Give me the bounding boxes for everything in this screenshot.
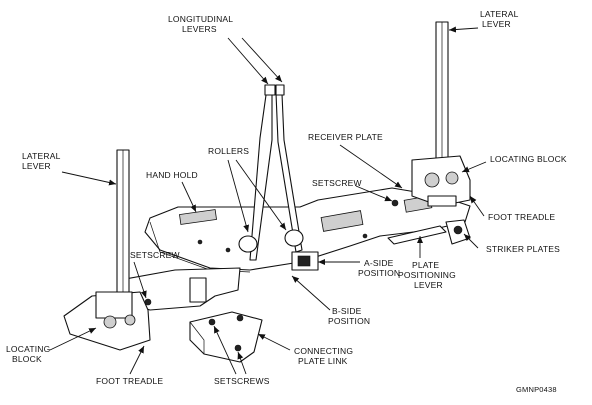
label-plate-positioning-line1: PLATE [412,260,439,270]
label-lateral-lever-right-line1: LATERAL [480,9,519,19]
label-plate-positioning-line3: LEVER [414,280,443,290]
connecting-plate-link [189,311,263,363]
label-rollers: ROLLERS [208,146,249,156]
label-plate-positioning-line2: POSITIONING [398,270,456,280]
leader-lines [49,26,487,375]
label-setscrews: SETSCREWS [214,376,270,386]
label-connecting-line1: CONNECTING [294,346,353,356]
lateral-lever-right [411,21,471,207]
label-lateral-lever-left-line1: LATERAL [22,151,61,161]
label-foot-treadle-right: FOOT TREADLE [488,212,555,222]
label-setscrew-left: SETSCREW [130,250,180,260]
label-receiver-plate: RECEIVER PLATE [308,132,383,142]
label-foot-treadle-left: FOOT TREADLE [96,376,163,386]
labels: LONGITUDINAL LEVERS LATERAL LEVER LATERA… [6,9,567,394]
lateral-lever-left [63,149,207,351]
label-hand-hold: HAND HOLD [146,170,198,180]
label-b-side-line1: B-SIDE [332,306,362,316]
figure-id: GMNP0438 [516,385,557,394]
setscrew-upper-mark [391,199,399,207]
label-locating-block-left-line2: BLOCK [12,354,42,364]
label-striker-plates: STRIKER PLATES [486,244,560,254]
label-lateral-lever-right-line2: LEVER [482,19,511,29]
label-locating-block-left-line1: LOCATING [6,344,50,354]
label-b-side-line2: POSITION [328,316,370,326]
label-locating-block-right: LOCATING BLOCK [490,154,567,164]
label-a-side-line1: A-SIDE [364,258,394,268]
label-longitudinal-levers-line2: LEVERS [182,24,217,34]
label-lateral-lever-left-line2: LEVER [22,161,51,171]
label-connecting-line2: PLATE LINK [298,356,348,366]
longitudinal-levers [238,84,319,271]
label-setscrew-upper: SETSCREW [312,178,362,188]
setscrew-left-mark [144,298,152,306]
label-a-side-line2: POSITION [358,268,400,278]
label-longitudinal-levers-line1: LONGITUDINAL [168,14,233,24]
